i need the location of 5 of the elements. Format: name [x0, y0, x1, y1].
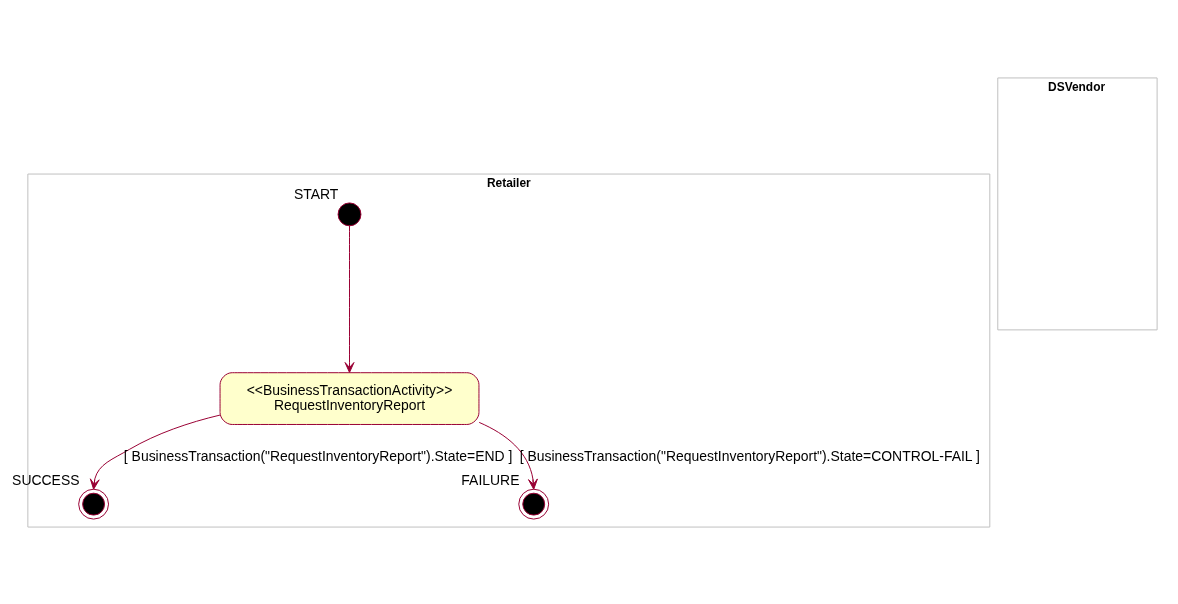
node-label: SUCCESS [12, 471, 80, 488]
node-label: START [293, 185, 339, 202]
node-label: FAILURE [461, 471, 520, 488]
edge-label: [ BusinessTransaction("RequestInventoryReport").State=END ] [123, 447, 513, 464]
edge-label: [ BusinessTransaction("RequestInventoryReport").State=CONTROL-FAIL ] [519, 447, 980, 464]
